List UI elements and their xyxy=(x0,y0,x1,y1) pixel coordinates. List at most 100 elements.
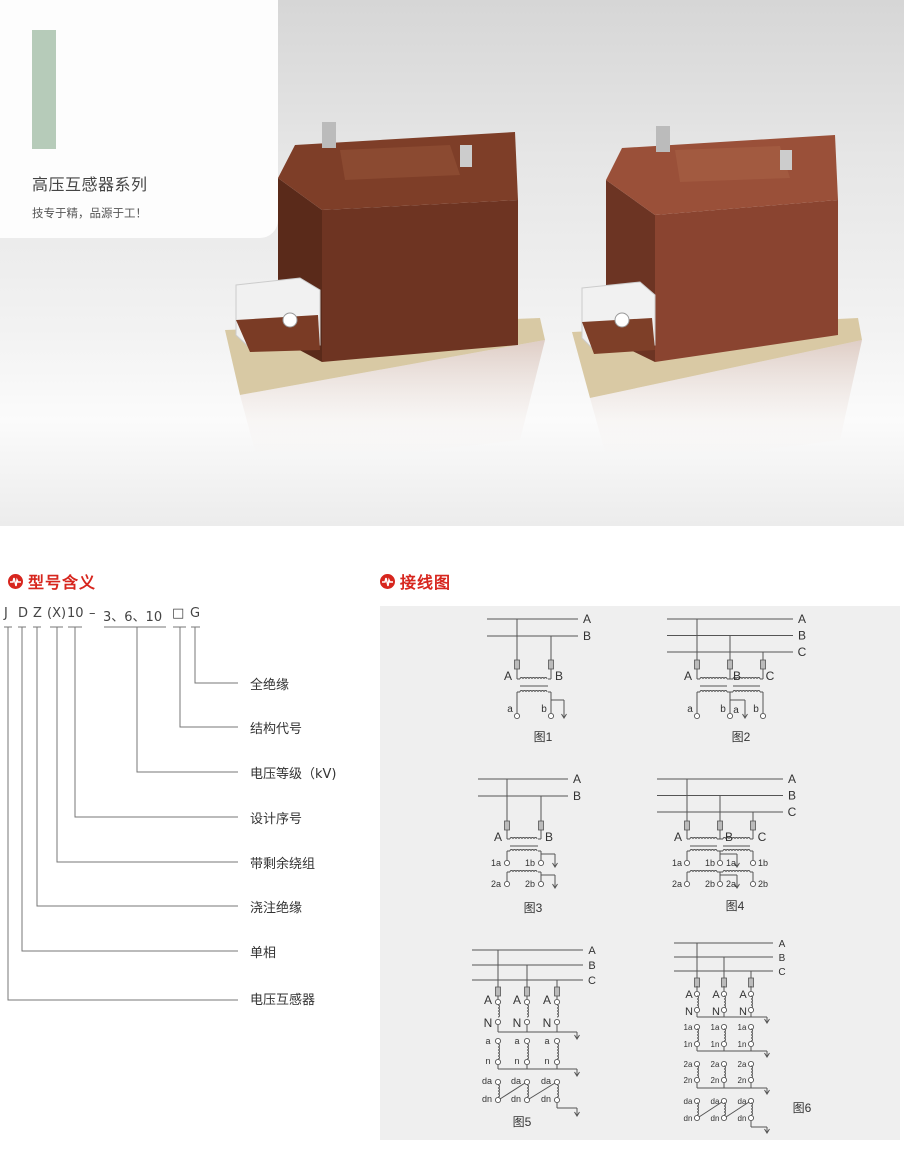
ground-icon xyxy=(734,862,740,868)
model-meaning-heading: 型号含义 xyxy=(8,569,96,593)
terminal-icon xyxy=(720,1006,728,1014)
terminal-label: dn xyxy=(541,1094,551,1104)
figure-caption: 图2 xyxy=(732,730,751,744)
pulse-logo-icon xyxy=(8,573,23,589)
terminal-label: b xyxy=(720,704,726,715)
phase-label: N xyxy=(543,1016,552,1030)
terminal-icon xyxy=(537,859,545,867)
ground-icon xyxy=(574,1034,580,1040)
terminal-icon xyxy=(716,880,724,888)
terminal-icon xyxy=(720,1097,728,1105)
winding-icon xyxy=(696,1028,699,1042)
product-photo xyxy=(225,122,862,470)
bus-label: B xyxy=(798,629,806,643)
fuse-icon xyxy=(554,986,560,997)
bus-label: B xyxy=(573,789,581,803)
phase-label: B xyxy=(545,830,553,844)
terminal-icon xyxy=(494,1037,502,1045)
terminal-icon xyxy=(720,1023,728,1031)
terminal-icon xyxy=(749,880,757,888)
terminal-label: 2a xyxy=(491,879,501,889)
phase-label: A xyxy=(674,830,682,844)
winding-icon xyxy=(696,995,699,1009)
fuse-icon xyxy=(694,659,700,670)
terminal-icon xyxy=(747,1006,755,1014)
winding-icon xyxy=(509,837,538,840)
winding-icon xyxy=(509,870,538,873)
terminal-icon xyxy=(523,1018,531,1026)
pulse-logo-icon xyxy=(380,573,395,589)
phase-label: A xyxy=(739,989,747,1001)
transformer-left-image xyxy=(225,122,545,470)
bus-label: A xyxy=(779,939,786,950)
fuse-icon xyxy=(694,977,700,988)
terminal-icon xyxy=(720,1076,728,1084)
terminal-label: da xyxy=(738,1097,747,1106)
terminal-label: 2n xyxy=(711,1076,720,1085)
terminal-icon xyxy=(537,880,545,888)
phase-label: B xyxy=(733,669,741,683)
fuse-icon xyxy=(721,977,727,988)
terminal-icon xyxy=(494,1096,502,1104)
wire xyxy=(725,1101,750,1118)
terminal-icon xyxy=(553,998,561,1006)
terminal-icon xyxy=(747,1076,755,1084)
winding-icon xyxy=(497,1043,500,1060)
code-part-z: Z xyxy=(33,606,42,621)
terminal-label: 1b xyxy=(758,858,768,868)
winding-icon xyxy=(722,870,751,873)
winding-icon xyxy=(696,1065,699,1079)
ground-icon xyxy=(764,1018,770,1024)
terminal-icon xyxy=(503,880,511,888)
winding-icon xyxy=(699,677,728,680)
winding-icon xyxy=(750,1065,753,1079)
code-part-g: G xyxy=(190,606,201,621)
fuse-icon xyxy=(717,820,723,831)
terminal-label: 2a xyxy=(726,879,736,889)
bus-label: B xyxy=(583,629,591,643)
phase-label: A xyxy=(684,669,692,683)
code-part-design: 10 xyxy=(67,606,84,621)
terminal-icon xyxy=(747,1097,755,1105)
terminal-icon xyxy=(720,1040,728,1048)
terminal-icon xyxy=(523,1037,531,1045)
ground-icon xyxy=(764,1052,770,1058)
terminal-icon xyxy=(523,998,531,1006)
code-part-d: D xyxy=(18,606,29,621)
terminal-label: 2a xyxy=(684,1060,693,1069)
terminal-icon xyxy=(747,990,755,998)
terminal-icon xyxy=(547,712,555,720)
terminal-label: 1b xyxy=(525,858,535,868)
terminal-icon xyxy=(693,1114,701,1122)
ground-icon xyxy=(561,713,567,719)
figure-caption: 图1 xyxy=(534,730,553,744)
winding-icon xyxy=(723,1028,726,1042)
fuse-icon xyxy=(684,820,690,831)
bus-label: B xyxy=(788,789,796,803)
ground-icon xyxy=(574,1111,580,1117)
winding-icon xyxy=(519,677,548,680)
winding-icon xyxy=(556,1084,559,1098)
winding-icon xyxy=(526,1043,529,1060)
winding-icon xyxy=(699,690,728,693)
model-code-tree xyxy=(4,626,238,1001)
bus-label: C xyxy=(788,805,797,819)
meaning-cast-insulation: 浇注绝缘 xyxy=(250,901,303,916)
bus-label: C xyxy=(588,975,596,987)
terminal-icon xyxy=(720,1114,728,1122)
ground-icon xyxy=(764,1089,770,1095)
terminal-label: 1n xyxy=(738,1040,747,1049)
terminal-label: n xyxy=(485,1056,490,1066)
slogan: 技专于精，品源于工！ xyxy=(32,206,147,220)
terminal-label: da xyxy=(541,1076,551,1086)
terminal-label: 1b xyxy=(705,858,715,868)
terminal-label: 2n xyxy=(684,1076,693,1085)
fuse-icon xyxy=(495,986,501,997)
terminal-label: b xyxy=(753,704,759,715)
phase-label: A xyxy=(504,669,512,683)
terminal-label: 1a xyxy=(711,1023,720,1032)
